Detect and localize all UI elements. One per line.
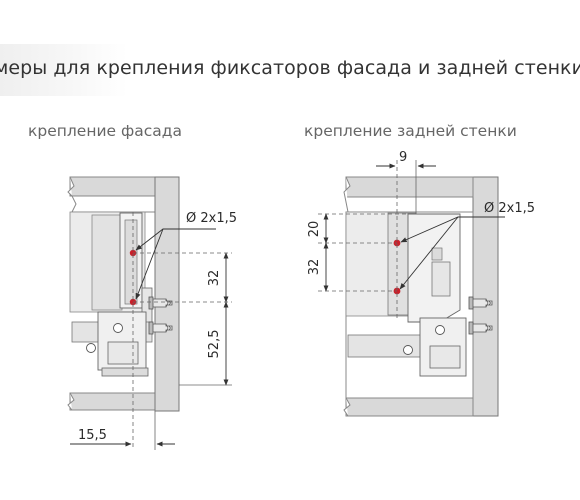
right-break-line-bottom	[343, 397, 351, 417]
left-leader-2	[135, 228, 164, 300]
left-facade-plate	[154, 176, 180, 412]
left-runner-screw-2	[113, 323, 123, 333]
right-fixator-tab	[431, 247, 443, 261]
right-panel-bottom-fill	[345, 397, 474, 417]
left-fixator-slot	[124, 219, 138, 305]
right-dim-top-offset: 9	[399, 150, 407, 165]
left-drawer-inner	[91, 214, 123, 311]
left-caption: крепление фасада	[28, 122, 182, 140]
left-runner-screw-1	[86, 343, 96, 353]
right-dim-spacing: 32	[307, 259, 322, 276]
left-break-line-bottom	[67, 392, 75, 411]
right-runner-screw-1	[403, 345, 413, 355]
left-panel-bottom-fill	[69, 392, 156, 411]
left-break-line-top	[67, 176, 75, 197]
right-leader-2	[399, 216, 459, 290]
right-runner-screw-2	[435, 325, 445, 335]
left-drawing: Ø 2x1,5 32 52,5 15,5	[67, 176, 237, 450]
left-dim-spacing: 32	[207, 270, 222, 287]
left-panel-top-fill	[69, 176, 156, 197]
right-runner-latch	[429, 345, 461, 369]
right-panel-top-fill	[345, 176, 474, 198]
title-bar: меры для крепления фиксаторов фасада и з…	[0, 44, 580, 96]
page-title: меры для крепления фиксаторов фасада и з…	[0, 57, 580, 79]
left-runner-base	[101, 367, 149, 377]
left-runner-latch	[107, 341, 139, 365]
right-dim-top: 20	[307, 221, 322, 238]
right-hole-label: Ø 2x1,5	[484, 201, 535, 216]
left-dim-offset: 15,5	[78, 428, 107, 443]
right-caption: крепление задней стенки	[304, 122, 517, 140]
right-drawing: 9 20 32 Ø 2x1,5	[307, 150, 535, 417]
left-dim-bottom: 52,5	[207, 330, 222, 359]
right-break-line-top	[343, 176, 351, 213]
right-fixator-window	[431, 261, 451, 297]
left-hole-label: Ø 2x1,5	[186, 211, 237, 226]
